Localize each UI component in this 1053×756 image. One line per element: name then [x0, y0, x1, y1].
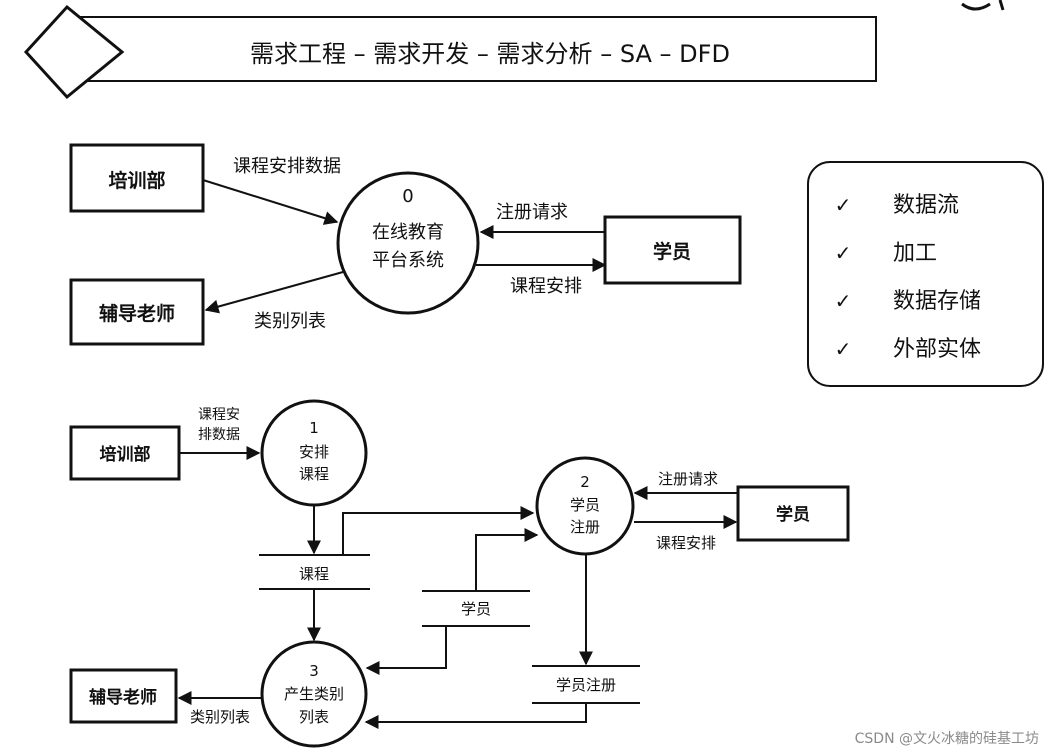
flow-registration-to-process3	[364, 703, 587, 729]
store-registration-label: 学员注册	[556, 676, 616, 694]
entity-tutor-label: 辅导老师	[89, 687, 157, 708]
flow-student-to-process3	[365, 626, 447, 675]
process-2-name-line2: 注册	[570, 518, 600, 536]
legend-check-icon: ✓	[835, 241, 852, 265]
watermark: CSDN @文火冰糖的硅基工坊	[855, 730, 1039, 747]
flow-category-list-label: 类别列表	[190, 708, 250, 726]
flow-course-to-process2	[342, 506, 535, 555]
context-diagram: 培训部 辅导老师 学员 0 在线教育 平台系统 课程安排数据 类别列表 注册请求…	[69, 143, 742, 346]
entity-tutor-label: 辅导老师	[99, 302, 175, 325]
legend-check-icon: ✓	[835, 193, 852, 217]
store-student-label: 学员	[461, 600, 491, 618]
diamond-icon	[23, 4, 125, 100]
process-1-name-line1: 安排	[299, 443, 329, 461]
process-3-name-line1: 产生类别	[284, 685, 344, 703]
process-2-number: 2	[580, 473, 590, 491]
legend-item-process: 加工	[893, 241, 937, 266]
entity-tutor	[69, 668, 178, 724]
level1-diagram: 培训部 学员 辅导老师 1 安排 课程 2 学员 注册 3 产生类别 列表 课程…	[69, 399, 850, 748]
flow-schedule-data-label-line2: 排数据	[198, 427, 240, 443]
flow-course-schedule-label: 课程安排	[510, 276, 582, 297]
process-0-number: 0	[402, 186, 413, 207]
entity-training-dept	[69, 143, 205, 213]
process-1-name-line2: 课程	[299, 465, 329, 483]
legend-box	[807, 161, 1044, 387]
flow-student-to-process2	[475, 528, 539, 591]
entity-student	[603, 215, 742, 285]
entity-training-dept-label: 培训部	[100, 444, 151, 465]
flow-register-request-label: 注册请求	[658, 470, 718, 488]
entity-student-label: 学员	[653, 240, 691, 263]
process-3-number: 3	[309, 662, 319, 680]
flow-schedule-data-label: 课程安排数据	[233, 156, 341, 177]
process-0-name-line1: 在线教育	[372, 222, 444, 243]
entity-student-label: 学员	[776, 504, 810, 525]
process-0	[336, 171, 480, 315]
legend-item-data-flow: 数据流	[893, 193, 959, 218]
process-3	[260, 640, 368, 748]
flow-category-list-label: 类别列表	[254, 311, 326, 332]
legend-item-data-store: 数据存储	[893, 289, 981, 314]
flow-course-schedule-label: 课程安排	[656, 534, 716, 552]
legend: ✓ 数据流 ✓ 加工 ✓ 数据存储 ✓ 外部实体	[807, 161, 1044, 387]
entity-training-dept-label: 培训部	[108, 169, 165, 192]
page-title: 需求工程 – 需求开发 – 需求分析 – SA – DFD	[250, 40, 730, 68]
store-course-label: 课程	[299, 565, 329, 583]
process-3-name-line2: 列表	[299, 708, 329, 726]
legend-check-icon: ✓	[835, 289, 852, 313]
process-0-name-line2: 平台系统	[372, 250, 444, 271]
flow-schedule-data	[202, 179, 339, 225]
cropped-logo-icon	[961, 2, 991, 11]
flow-register-request-label: 注册请求	[496, 202, 568, 223]
process-1-number: 1	[309, 419, 319, 437]
flow-category-list	[204, 271, 344, 314]
entity-tutor	[69, 278, 205, 346]
legend-item-external-entity: 外部实体	[893, 337, 981, 362]
legend-check-icon: ✓	[835, 337, 852, 361]
process-2-name-line1: 学员	[570, 496, 600, 514]
header-banner: 需求工程 – 需求开发 – 需求分析 – SA – DFD	[23, 0, 1005, 100]
flow-schedule-data-label-line1: 课程安	[198, 407, 240, 423]
entity-student	[736, 485, 850, 542]
cropped-logo-stroke	[998, 0, 1005, 11]
